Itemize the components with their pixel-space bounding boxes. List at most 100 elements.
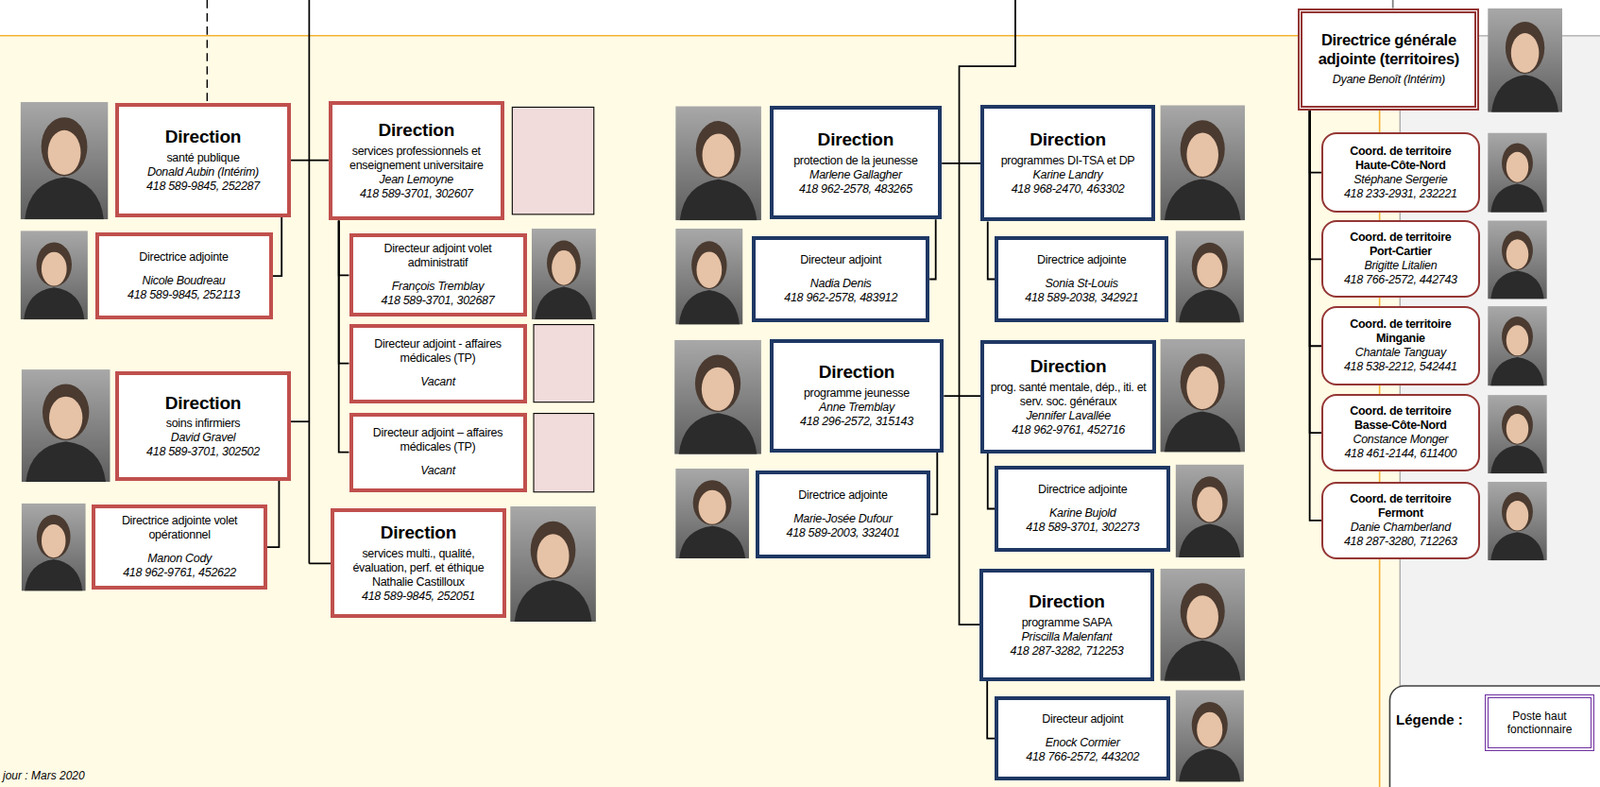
reporting-line — [1310, 110, 1322, 521]
unit-name: Nathalie Castilloux — [339, 575, 498, 590]
person-name: Marie-Josée Dufour — [764, 511, 923, 527]
trunk-line — [308, 562, 331, 565]
phone-number: 418 589-9845, 252051 — [339, 589, 498, 604]
reporting-line — [1310, 110, 1322, 173]
person-photo — [21, 503, 86, 592]
person-name: Chantale Tanguay — [1327, 345, 1474, 360]
unit-name: prog. santé mentale, dép., iti. et serv.… — [988, 380, 1148, 409]
trunk-line — [1392, 0, 1395, 9]
person-photo — [675, 468, 749, 559]
phone-number: 418 968-2470, 463302 — [988, 182, 1147, 197]
position-title: Directrice adjointe — [103, 250, 265, 265]
director-box: Directionservices professionnels et ense… — [328, 101, 505, 221]
person-name: Brigitte Litalien — [1327, 258, 1474, 273]
reporting-line — [930, 452, 937, 515]
territory-heading: Coord. de territoire — [1327, 144, 1474, 159]
legend-heading: Légende : — [1395, 711, 1464, 728]
territory-heading: Coord. de territoire — [1327, 404, 1474, 419]
trunk-line — [307, 0, 310, 563]
unit-name: services multi., qualité, évaluation, pe… — [339, 546, 498, 576]
phone-number: 418 962-2578, 483912 — [760, 290, 921, 306]
person-photo — [675, 105, 762, 221]
person-photo — [1175, 689, 1244, 782]
person-photo — [1159, 104, 1245, 221]
unit-name: programme jeunesse — [778, 386, 937, 401]
reporting-line — [987, 221, 996, 279]
deputy-box: Directrice adjointeKarine Bujold418 589-… — [994, 465, 1171, 553]
box-heading: Direction — [778, 129, 935, 152]
person-photo — [1487, 306, 1548, 386]
update-date: jour : Mars 2020 — [2, 768, 86, 783]
territory-box: Coord. de territoireHaute-Côte-NordStéph… — [1321, 132, 1481, 212]
person-name: Priscilla Malenfant — [987, 629, 1146, 645]
reporting-line — [272, 217, 283, 276]
position-title: Directeur adjoint – affaires médicales (… — [357, 425, 519, 455]
person-name: Marlene Gallagher — [778, 168, 935, 183]
person-name: Karine Landry — [988, 168, 1147, 183]
reporting-line — [339, 220, 350, 275]
box-heading: Direction — [987, 591, 1146, 613]
deputy-box: Directrice adjointe volet opérationnelMa… — [91, 504, 268, 591]
territory-box: Coord. de territoireFermontDanie Chamber… — [1321, 481, 1481, 560]
person-photo — [1159, 568, 1245, 681]
director-box: Directionsoins infirmiersDavid Gravel418… — [115, 371, 291, 481]
reporting-line — [1310, 110, 1322, 433]
position-title: Directrice adjointe — [1003, 253, 1160, 268]
box-heading: Directrice générale adjointe (territoire… — [1308, 31, 1469, 69]
phone-number: 418 589-3701, 302687 — [357, 293, 519, 308]
person-name: Manon Cody — [100, 551, 259, 566]
deputy-box: Directeur adjoint volet administratifFra… — [349, 233, 528, 317]
territory-heading: Coord. de territoire — [1327, 492, 1474, 507]
phone-number: 418 766-2572, 442743 — [1327, 272, 1474, 288]
box-heading: Direction — [339, 522, 498, 545]
phone-number: 418 461-2144, 611400 — [1327, 446, 1474, 461]
territory-heading: Haute-Côte-Nord — [1327, 158, 1474, 173]
phone-number: 418 962-2578, 483265 — [778, 182, 935, 197]
box-heading: Direction — [988, 129, 1147, 152]
person-photo — [20, 230, 88, 320]
territory-box: Coord. de territoireMinganieChantale Tan… — [1321, 306, 1481, 386]
box-heading: Direction — [123, 126, 283, 149]
deputy-box: Directrice adjointeMarie-Josée Dufour418… — [755, 470, 932, 559]
reporting-line — [339, 220, 350, 363]
person-photo — [20, 102, 109, 220]
band-line — [0, 34, 1298, 37]
territory-heading: Port-Cartier — [1327, 244, 1474, 259]
unit-name: programme SAPA — [987, 615, 1146, 630]
reporting-line — [987, 453, 996, 510]
legend-text: Poste haut fonctionnaire — [1492, 709, 1587, 737]
photo-placeholder — [533, 413, 595, 493]
reporting-line — [929, 219, 937, 279]
reporting-line — [339, 220, 350, 452]
phone-number: 418 766-2572, 443202 — [1003, 749, 1162, 765]
territory-heading: Fermont — [1327, 506, 1474, 521]
person-name: Vacant — [357, 463, 519, 478]
person-photo — [21, 369, 111, 482]
person-photo — [1487, 8, 1563, 113]
person-photo — [1175, 464, 1244, 558]
legend-sample: Poste haut fonctionnaire — [1484, 694, 1595, 751]
person-name: Nicole Boudreau — [103, 273, 265, 289]
position-title: Directrice adjointe — [764, 488, 923, 503]
phone-number: 418 589-2038, 342921 — [1003, 290, 1160, 306]
person-photo — [675, 228, 743, 325]
phone-number: 418 538-2212, 542441 — [1327, 359, 1474, 375]
person-name: Constance Monger — [1327, 432, 1474, 447]
territory-box: Coord. de territoireBasse-Côte-NordConst… — [1321, 393, 1481, 472]
person-photo — [1487, 394, 1548, 474]
unit-name: protection de la jeunesse — [778, 153, 935, 169]
person-name: Donald Aubin (Intérim) — [123, 165, 283, 180]
trunk-line — [290, 159, 329, 162]
person-photo — [1487, 132, 1548, 212]
deputy-box: Directrice adjointeSonia St-Louis418 589… — [994, 236, 1169, 324]
person-name: David Gravel — [123, 430, 283, 445]
phone-number: 418 589-9845, 252113 — [103, 288, 265, 303]
person-name: Danie Chamberland — [1327, 520, 1474, 535]
person-name: Sonia St-Louis — [1003, 276, 1160, 291]
unit-name: santé publique — [123, 151, 283, 166]
director-box: Directionprogramme jeunesseAnne Tremblay… — [769, 339, 945, 453]
trunk-line — [290, 420, 309, 423]
person-name: Anne Tremblay — [778, 400, 937, 415]
territory-heading: Minganie — [1327, 331, 1474, 346]
